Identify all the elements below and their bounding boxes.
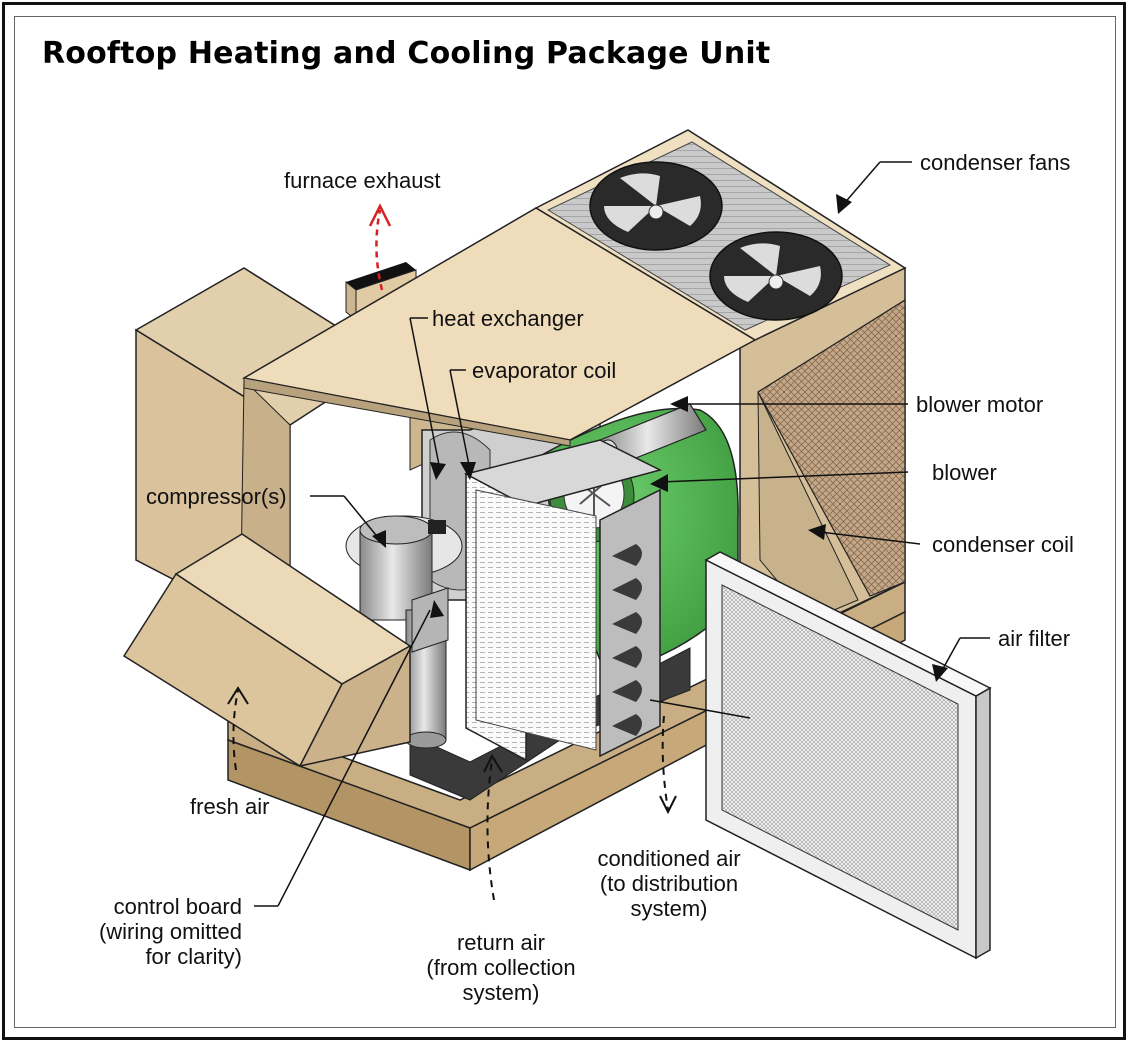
- label-conditioned-air-line1: conditioned air: [597, 846, 741, 871]
- label-conditioned-air: conditioned air (to distribution system): [594, 846, 744, 921]
- label-return-air: return air (from collection system): [426, 930, 576, 1005]
- label-control-board-line2: (wiring omitted: [98, 919, 242, 944]
- label-return-air-line1: return air: [456, 930, 546, 955]
- label-evaporator-coil: evaporator coil: [472, 358, 617, 383]
- label-return-air-line3: system): [462, 980, 540, 1005]
- airflow-arrows: [227, 686, 677, 901]
- label-control-board: control board (wiring omitted for clarit…: [88, 894, 242, 969]
- inner-frame: [14, 16, 1116, 1028]
- label-return-air-line2: (from collection: [426, 955, 576, 980]
- label-air-filter: air filter: [998, 626, 1071, 651]
- label-conditioned-air-line3: system): [630, 896, 708, 921]
- label-heat-exchanger: heat exchanger: [432, 306, 584, 331]
- label-furnace-exhaust: furnace exhaust: [284, 168, 441, 193]
- diagram-title: Rooftop Heating and Cooling Package Unit: [42, 36, 771, 71]
- condenser-section: [739, 266, 906, 662]
- fan-deck: [534, 129, 907, 341]
- label-compressors: compressor(s): [146, 484, 287, 509]
- evaporator-coil: [463, 439, 663, 762]
- label-control-board-line3: for clarity): [145, 944, 242, 969]
- label-blower-motor: blower motor: [916, 392, 1044, 417]
- leader-lines: [254, 161, 990, 907]
- top-lid: [241, 207, 757, 447]
- fresh-air-hood: [122, 533, 412, 768]
- label-blower: blower: [932, 460, 997, 485]
- leader-arrowheads: [372, 194, 948, 682]
- label-condenser-fans: condenser fans: [920, 150, 1071, 175]
- label-control-board-line1: control board: [113, 894, 242, 919]
- label-fresh-air: fresh air: [190, 794, 270, 819]
- control-board: [411, 587, 449, 653]
- exhaust-arrow: [368, 203, 392, 291]
- label-conditioned-air-line2: (to distribution: [599, 871, 739, 896]
- air-filter: [704, 551, 992, 960]
- label-condenser-coil: condenser coil: [932, 532, 1074, 557]
